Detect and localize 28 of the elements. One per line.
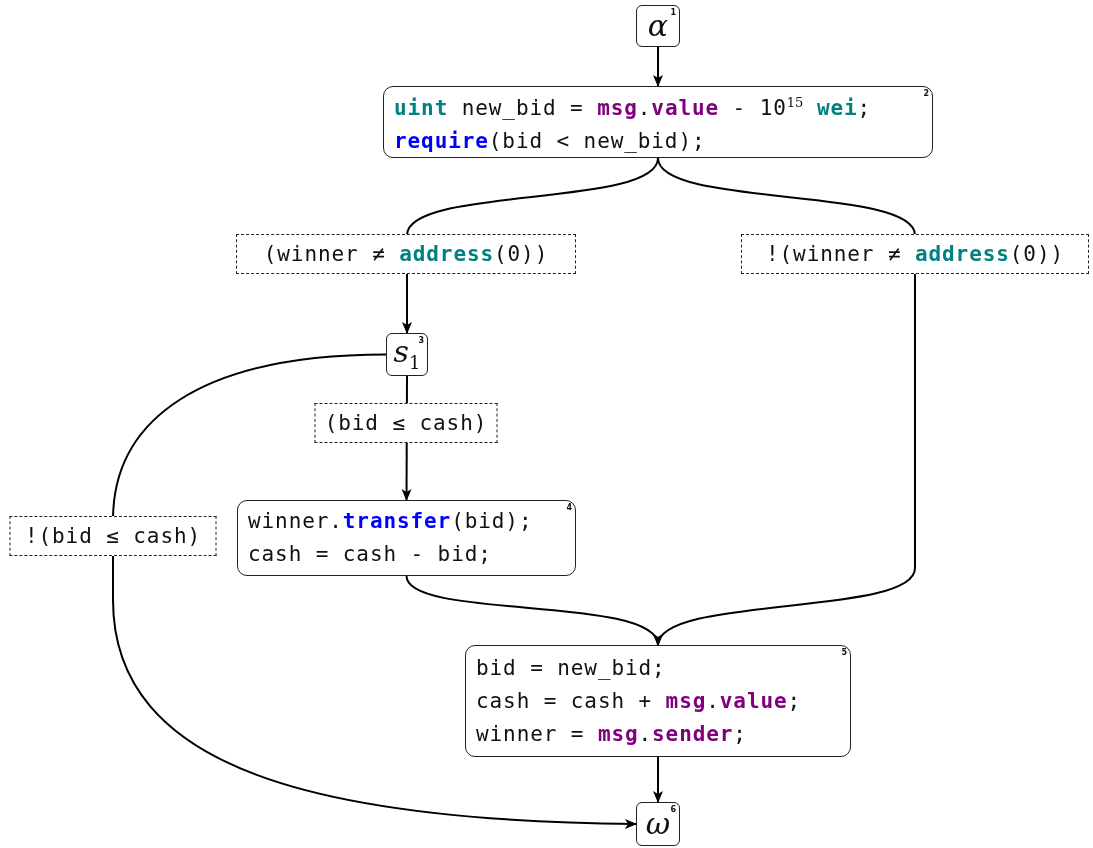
line-number: 3 (418, 337, 424, 345)
arrow (653, 756, 663, 803)
symbol-box (386, 333, 428, 376)
line-number: 5 (841, 649, 847, 657)
symbol-box (636, 802, 680, 846)
condition-label: (winner ≠ address(0)) (236, 234, 576, 274)
state-symbol: α (647, 11, 669, 41)
code-line: uint new_bid = msg.value - 10$^{15}$ wei; (394, 94, 872, 122)
arrow (112, 353, 637, 829)
line-number: 4 (566, 504, 572, 512)
state-symbol: ω (645, 809, 671, 839)
condition-label: (bid ≤ cash) (314, 403, 498, 443)
code-line: require(bid < new_bid); (394, 128, 706, 155)
code-line: winner.transfer(bid); (248, 508, 533, 535)
code-block-box (383, 86, 933, 158)
line-number: 2 (923, 90, 929, 98)
condition-label: !(winner ≠ address(0)) (741, 234, 1089, 274)
code-block-box (465, 645, 851, 757)
line-number: 6 (670, 806, 676, 814)
line-number: 1 (670, 9, 676, 17)
condition-label: !(bid ≤ cash) (9, 516, 217, 556)
symbol-box (636, 5, 680, 47)
code-line: winner = msg.sender; (476, 720, 747, 748)
code-block-box (237, 500, 576, 576)
code-line: cash = cash - bid; (248, 541, 492, 568)
arrow (653, 46, 663, 87)
code-line: cash = cash + msg.value; (476, 687, 802, 715)
code-line: bid = new_bid; (476, 654, 666, 682)
